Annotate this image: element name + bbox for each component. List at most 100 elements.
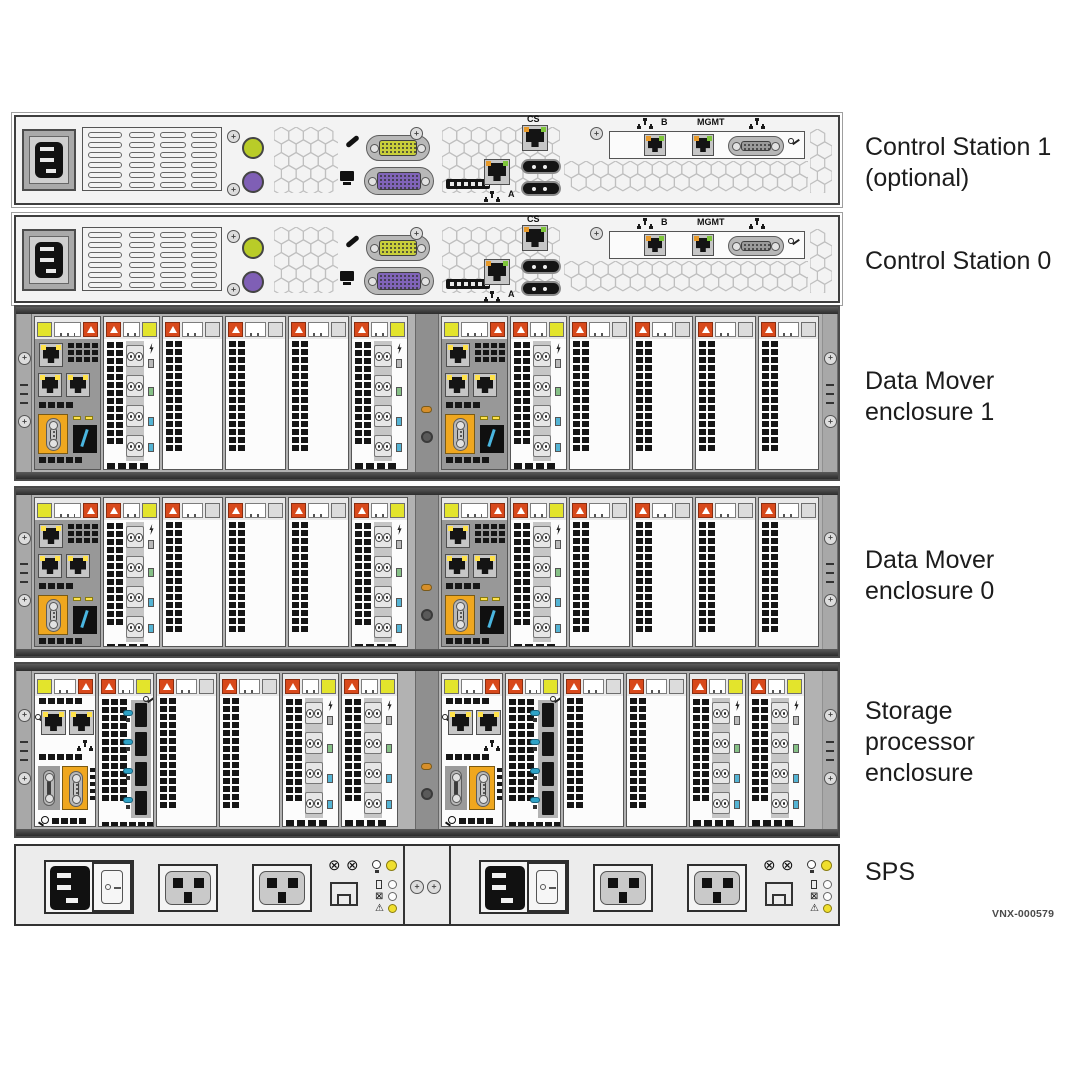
label-ticks — [713, 689, 722, 693]
vent-hole — [301, 586, 308, 592]
lc-fibre-port — [364, 762, 382, 784]
port-led — [68, 556, 73, 561]
aux-connector — [521, 281, 561, 296]
vent-hole — [229, 341, 236, 347]
vent-hole — [464, 457, 471, 463]
left-blade-bay — [32, 314, 415, 472]
vent-hole — [639, 786, 646, 792]
port-led — [694, 136, 699, 141]
vent-hole — [636, 618, 643, 624]
port-led — [41, 526, 46, 531]
vent-hole — [527, 723, 534, 729]
vent-hole — [166, 373, 173, 379]
connector-dot — [471, 282, 475, 286]
hex-vent-pattern — [809, 128, 833, 198]
label-ticks — [593, 332, 606, 336]
vent-hole — [169, 802, 176, 808]
screw-icon: + — [824, 351, 837, 365]
vent-hole — [523, 430, 530, 436]
vent-hole — [525, 644, 533, 646]
module-face — [696, 520, 755, 646]
fibre-lens — [542, 411, 550, 421]
vent-hole — [761, 795, 768, 801]
vent-hole — [92, 357, 98, 362]
fibre-lens — [375, 592, 383, 602]
vent-hole — [120, 763, 127, 769]
warning-triangle-icon — [159, 678, 174, 694]
port-led — [43, 712, 48, 717]
phone-icon — [344, 233, 360, 249]
fibre-lens — [534, 592, 542, 602]
blank-id-square — [268, 321, 283, 337]
vent-hole — [232, 714, 239, 720]
sas-port — [135, 791, 147, 816]
vent-hole — [120, 747, 127, 753]
ethernet-port — [69, 710, 94, 735]
vent-hole — [160, 738, 167, 744]
network-tree-icon — [484, 740, 499, 751]
network-tree-icon — [484, 291, 499, 302]
vent-hole — [166, 341, 173, 347]
connector-dot — [478, 182, 482, 186]
vent-hole — [536, 644, 544, 646]
port-indicator — [555, 359, 561, 368]
vent-hole — [645, 349, 652, 355]
end-cap: ++ — [16, 495, 32, 649]
vent-hole — [514, 398, 521, 404]
vent-hole — [355, 523, 362, 529]
fibre-lens — [135, 592, 143, 602]
vent-hole — [771, 626, 778, 632]
vent-hole — [514, 523, 521, 529]
fibre-lens — [721, 768, 729, 778]
wrench-icon — [35, 714, 45, 724]
label-sps: SPS — [865, 857, 915, 888]
c14-socket — [50, 866, 90, 910]
io-slot — [73, 425, 97, 453]
vent-hole — [76, 531, 82, 536]
module-label-strip — [530, 502, 547, 518]
vent-hole — [166, 421, 173, 427]
lc-fibre-port — [126, 586, 144, 608]
pin-slot — [40, 158, 54, 162]
vent-perforation — [39, 583, 73, 589]
vent-hole — [645, 626, 652, 632]
vent-hole — [636, 341, 643, 347]
vent-hole — [232, 786, 239, 792]
vent-hole — [175, 421, 182, 427]
vent-hole — [92, 524, 98, 529]
screw-icon: + — [18, 708, 31, 722]
vent-hole — [761, 747, 768, 753]
monitor-icon — [340, 271, 354, 285]
bulb-icon — [372, 860, 381, 869]
vent-hole — [223, 722, 230, 728]
vent-hole — [761, 723, 768, 729]
vent-hole — [771, 570, 778, 576]
bottom-rail — [16, 649, 838, 656]
vent-hole — [702, 763, 709, 769]
vent-hole — [166, 381, 173, 387]
vent-hole — [518, 787, 525, 793]
vent-hole — [514, 463, 522, 469]
pin-field — [379, 140, 417, 156]
vent-hole — [567, 730, 574, 736]
label-ticks — [656, 332, 669, 336]
lc-fibre-port — [533, 556, 551, 578]
label-line: processor — [865, 728, 975, 756]
blank-filler-module — [758, 497, 819, 647]
vent-hole — [514, 611, 521, 617]
module-label-strip — [123, 502, 140, 518]
port-indicator — [734, 716, 740, 725]
end-cap: ++ — [16, 671, 32, 829]
vent-hole — [708, 389, 715, 395]
status-cluster: ⊗⊗⊠⚠ — [328, 857, 412, 918]
vent-perforation — [107, 523, 123, 625]
vent-hole — [355, 414, 362, 420]
vent-hole — [116, 390, 123, 396]
vent-hole — [573, 373, 580, 379]
vent-hole — [762, 429, 769, 435]
vent-perforation — [573, 522, 589, 632]
vent-hole — [111, 755, 118, 761]
warning-triangle-icon — [344, 678, 359, 694]
vent-hole — [645, 554, 652, 560]
vent-hole — [455, 698, 462, 704]
